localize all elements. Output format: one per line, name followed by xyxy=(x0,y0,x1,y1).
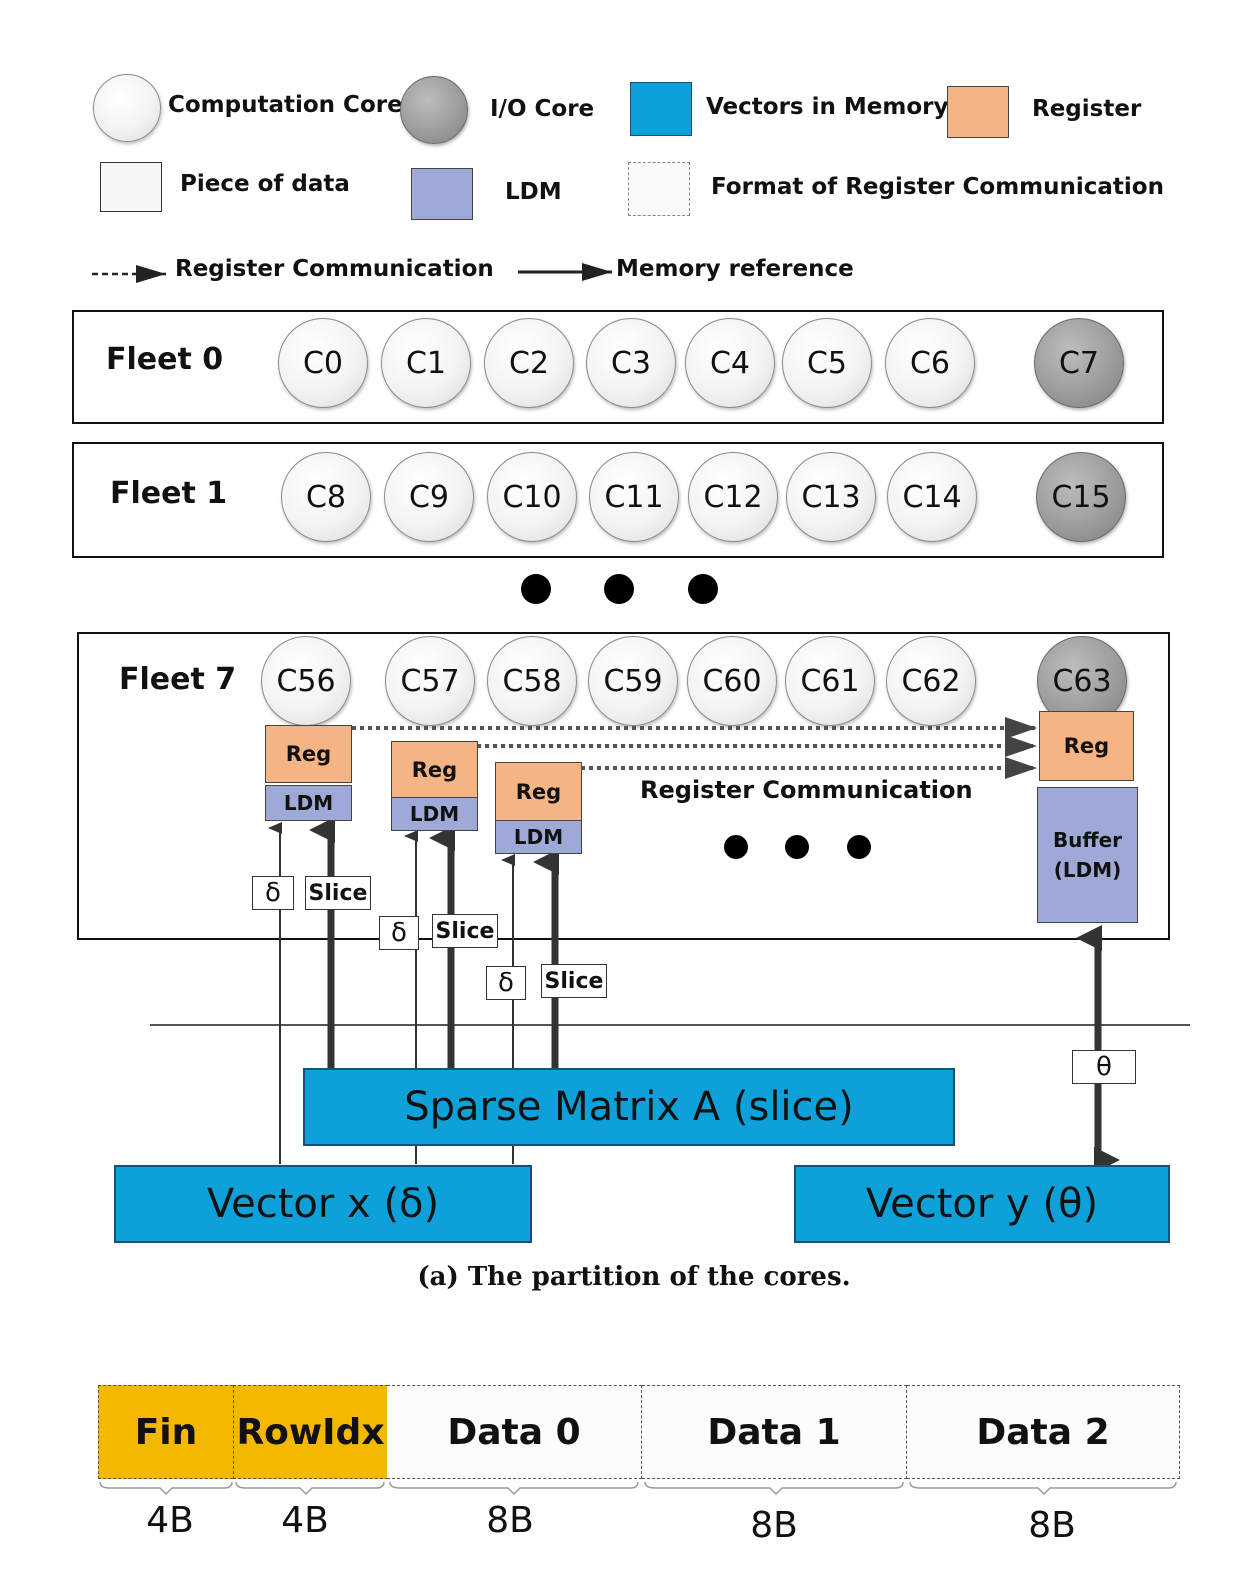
core-c11: C11 xyxy=(589,452,679,542)
ellipsis-dot xyxy=(785,835,809,859)
ellipsis-dot xyxy=(724,835,748,859)
fleet-7-label: Fleet 7 xyxy=(119,662,237,697)
format-field-data-0: Data 0 xyxy=(387,1385,642,1479)
sparse-matrix-a: Sparse Matrix A (slice) xyxy=(303,1068,955,1146)
core-c8: C8 xyxy=(281,452,371,542)
delta-tag: δ xyxy=(379,916,419,950)
core-c14: C14 xyxy=(887,452,977,542)
register-c63: Reg xyxy=(1039,711,1134,781)
core-c58: C58 xyxy=(487,636,577,726)
format-size-data-0: 8B xyxy=(486,1500,534,1541)
format-field-fin: Fin xyxy=(98,1385,233,1479)
format-field-rowidx: RowIdx xyxy=(233,1385,388,1479)
buffer-ldm-c63: Buffer (LDM) xyxy=(1037,787,1138,923)
ldm-c56: LDM xyxy=(265,785,352,821)
legend-register-swatch xyxy=(947,86,1009,138)
core-c0: C0 xyxy=(278,318,368,408)
register-c58: Reg xyxy=(495,762,582,822)
size-brace xyxy=(235,1481,385,1496)
legend-format-label: Format of Register Communication xyxy=(711,174,1164,200)
legend-piece-of-data-swatch xyxy=(100,162,162,212)
register-c57: Reg xyxy=(391,741,478,799)
legend-memory-reference-label: Memory reference xyxy=(616,256,854,282)
legend-vectors-swatch xyxy=(630,82,692,136)
core-c4: C4 xyxy=(685,318,775,408)
ldm-c57: LDM xyxy=(391,797,478,831)
theta-tag: θ xyxy=(1072,1050,1136,1084)
legend-ldm-swatch xyxy=(411,168,473,220)
core-c13: C13 xyxy=(786,452,876,542)
format-size-data-2: 8B xyxy=(1028,1505,1076,1546)
core-c3: C3 xyxy=(586,318,676,408)
figure-caption: (a) The partition of the cores. xyxy=(417,1262,851,1292)
legend-computation-core-swatch xyxy=(93,74,161,142)
core-c61: C61 xyxy=(785,636,875,726)
size-brace xyxy=(909,1481,1177,1496)
slice-tag: Slice xyxy=(305,876,371,910)
format-size-fin: 4B xyxy=(146,1500,194,1541)
ellipsis-dot xyxy=(847,835,871,859)
core-c5: C5 xyxy=(782,318,872,408)
core-c12: C12 xyxy=(688,452,778,542)
ellipsis-dot xyxy=(521,574,551,604)
size-brace xyxy=(99,1481,233,1496)
legend-computation-core-label: Computation Core xyxy=(168,92,403,118)
legend-vectors-label: Vectors in Memory xyxy=(706,94,949,120)
ellipsis-dot xyxy=(688,574,718,604)
format-size-braces xyxy=(99,1481,1177,1496)
vector-x: Vector x (δ) xyxy=(114,1165,532,1243)
legend-ldm-label: LDM xyxy=(505,179,562,205)
core-c6: C6 xyxy=(885,318,975,408)
core-c62: C62 xyxy=(886,636,976,726)
register-c56: Reg xyxy=(265,725,352,783)
format-size-data-1: 8B xyxy=(750,1505,798,1546)
ldm-c58: LDM xyxy=(495,820,582,854)
slice-tag: Slice xyxy=(432,914,498,948)
io-core-c15: C15 xyxy=(1036,452,1126,542)
core-c60: C60 xyxy=(687,636,777,726)
legend-register-label: Register xyxy=(1032,96,1142,122)
core-c9: C9 xyxy=(384,452,474,542)
core-c2: C2 xyxy=(484,318,574,408)
register-communication-label: Register Communication xyxy=(640,776,973,804)
core-c1: C1 xyxy=(381,318,471,408)
io-core-c7: C7 xyxy=(1034,318,1124,408)
legend-format-swatch xyxy=(628,162,690,216)
legend-io-core-swatch xyxy=(400,76,468,144)
fleet-1-label: Fleet 1 xyxy=(110,476,228,511)
delta-tag: δ xyxy=(252,876,294,910)
format-field-data-1: Data 1 xyxy=(642,1385,907,1479)
delta-tag: δ xyxy=(486,966,526,1000)
format-size-rowidx: 4B xyxy=(281,1500,329,1541)
legend-io-core-label: I/O Core xyxy=(490,96,595,122)
fleet-0-label: Fleet 0 xyxy=(106,342,224,377)
core-c56: C56 xyxy=(261,636,351,726)
format-field-data-2: Data 2 xyxy=(907,1385,1180,1479)
legend-register-communication-label: Register Communication xyxy=(175,256,494,282)
core-c57: C57 xyxy=(385,636,475,726)
vector-y: Vector y (θ) xyxy=(794,1165,1170,1243)
size-brace xyxy=(389,1481,639,1496)
slice-tag: Slice xyxy=(541,964,607,998)
core-c59: C59 xyxy=(588,636,678,726)
ellipsis-dot xyxy=(604,574,634,604)
core-c10: C10 xyxy=(487,452,577,542)
legend-piece-of-data-label: Piece of data xyxy=(180,171,350,197)
size-brace xyxy=(644,1481,904,1496)
legend-arrows xyxy=(92,263,612,283)
